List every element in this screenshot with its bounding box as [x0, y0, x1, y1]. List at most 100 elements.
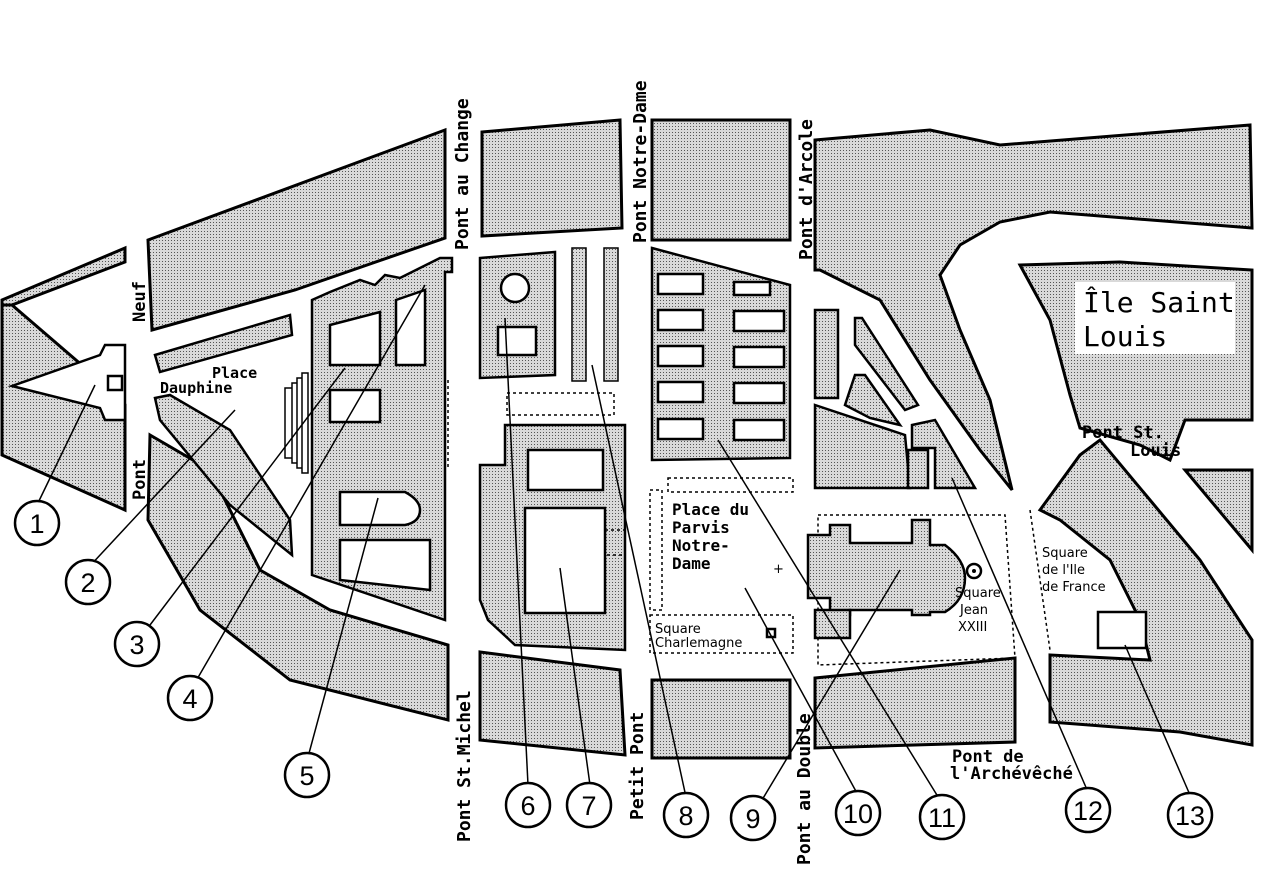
marker-8: 8: [662, 791, 710, 839]
label-square-jean-3: XXIII: [958, 620, 987, 635]
label-parvis-3: Notre-: [672, 536, 730, 555]
notre-dame-cathedral: [806, 518, 967, 617]
ile-saint-louis-label-box: [1075, 282, 1235, 354]
parvis-dashed: [649, 489, 663, 611]
block-arcole-5: [906, 448, 930, 490]
marker-6: 6: [504, 781, 552, 829]
dashed-link-1: [604, 529, 626, 556]
label-pont-archeveche-1: Pont de: [952, 747, 1024, 767]
bank-block-pont-neuf-north: [0, 245, 127, 307]
label-square-idf-1: Square: [1042, 546, 1088, 561]
label-pont-neuf-a: Neuf: [130, 281, 150, 322]
marker-10: 10: [834, 789, 882, 837]
round-court: [499, 272, 531, 304]
leader-lines: [36, 284, 1191, 801]
palais-court-5: [338, 538, 432, 592]
marker-2: 2: [64, 558, 112, 606]
svg-text:8: 8: [678, 801, 693, 831]
label-square-jean-2: Jean: [959, 603, 988, 618]
hotel-dieu-windows: [656, 272, 786, 442]
hotel-dieu: [650, 246, 792, 462]
bank-block-south-east: [813, 656, 1017, 750]
label-pont-d-arcole: Pont d'Arcole: [796, 119, 817, 260]
small-court: [496, 325, 538, 357]
label-ile-saint-louis-2: Louis: [1083, 320, 1167, 353]
marker-13: 13: [1166, 791, 1214, 839]
label-square-jean-1: Square: [955, 586, 1001, 601]
label-charlemagne-1: Square: [655, 622, 701, 637]
bank-block-south-center-2: [650, 678, 792, 760]
svg-text:1: 1: [29, 509, 44, 539]
svg-text:13: 13: [1175, 801, 1205, 831]
label-parvis-1: Place du: [672, 500, 749, 519]
svg-text:11: 11: [928, 803, 956, 833]
dauphine-block-south: [153, 393, 294, 558]
label-pont-st-michel: Pont St.Michel: [454, 690, 475, 842]
marker-3: 3: [113, 620, 161, 668]
label-place-dauphine-2: Dauphine: [160, 379, 232, 397]
bank-block-south-center-1: [478, 650, 627, 757]
label-pont-neuf-b: Pont: [130, 459, 150, 500]
statue-square: [106, 374, 124, 392]
svg-text:7: 7: [581, 791, 596, 821]
bank-block-center-1: [480, 118, 624, 238]
label-pont-archeveche-2: l'Archévêché: [950, 764, 1073, 784]
parvis-cross: +: [773, 562, 784, 577]
memorial-deportation: [1096, 610, 1148, 650]
marker-4: 4: [166, 674, 214, 722]
square-jean-fountain-dot: [972, 569, 976, 573]
palais-court-3: [328, 388, 382, 424]
ile-saint-louis-east-tip: [1181, 468, 1254, 555]
dauphine-block-north: [153, 313, 294, 374]
label-pont-au-double: Pont au Double: [794, 713, 815, 865]
label-pont-au-change: Pont au Change: [452, 98, 473, 250]
block-arcole-2: [853, 316, 920, 412]
label-parvis-4: Dame: [672, 554, 711, 573]
label-pont-st-louis-2: Louis: [1130, 441, 1181, 461]
marker-12: 12: [1064, 786, 1112, 834]
dauphine-steps: [284, 372, 309, 474]
vert-galant-tip: [7, 343, 127, 422]
label-pont-st-louis-1: Pont St.: [1082, 423, 1164, 443]
label-ile-saint-louis-1: Île Saint: [1083, 285, 1235, 319]
label-square-idf-3: de France: [1042, 580, 1106, 595]
bank-block-south-west: [146, 432, 450, 722]
prefecture-court-1: [526, 448, 605, 492]
label-parvis-2: Parvis: [672, 518, 730, 537]
strip-1: [571, 247, 587, 382]
presbytery: [813, 608, 852, 640]
block-arcole-3: [843, 373, 903, 427]
svg-text:10: 10: [843, 799, 873, 829]
right-bank: [0, 118, 1254, 491]
palais-court-2: [394, 288, 427, 367]
marker-1: 1: [13, 499, 61, 547]
bank-block-center-2: [650, 118, 792, 242]
block-arcole-1: [813, 308, 840, 400]
svg-text:6: 6: [520, 791, 535, 821]
label-place-dauphine-1: Place: [212, 364, 257, 382]
left-bank: [0, 303, 1254, 760]
marker-5: 5: [283, 751, 331, 799]
label-square-idf-2: de l'Ile: [1042, 563, 1085, 578]
svg-text:2: 2: [80, 568, 95, 598]
dashed-annex-2: [667, 477, 794, 493]
svg-text:9: 9: [745, 804, 760, 834]
bank-block-west-1: [146, 127, 447, 332]
bank-block-east: [813, 123, 1254, 491]
dashed-annex: [506, 392, 615, 416]
svg-text:5: 5: [299, 761, 314, 791]
bank-block-south-far-east: [1037, 437, 1254, 747]
marker-7: 7: [565, 781, 613, 829]
svg-text:12: 12: [1073, 796, 1103, 826]
palais-court-1: [328, 310, 382, 367]
block-arcole-6: [910, 418, 978, 490]
label-pont-notre-dame: Pont Notre-Dame: [630, 80, 651, 243]
strip-2: [603, 247, 619, 382]
marker-11: 11: [918, 793, 966, 841]
palais-court-4: [338, 490, 422, 527]
prefecture-court-2: [523, 506, 607, 615]
svg-text:4: 4: [182, 684, 197, 714]
label-charlemagne-2: Charlemagne: [655, 636, 742, 651]
marker-9: 9: [729, 794, 777, 842]
